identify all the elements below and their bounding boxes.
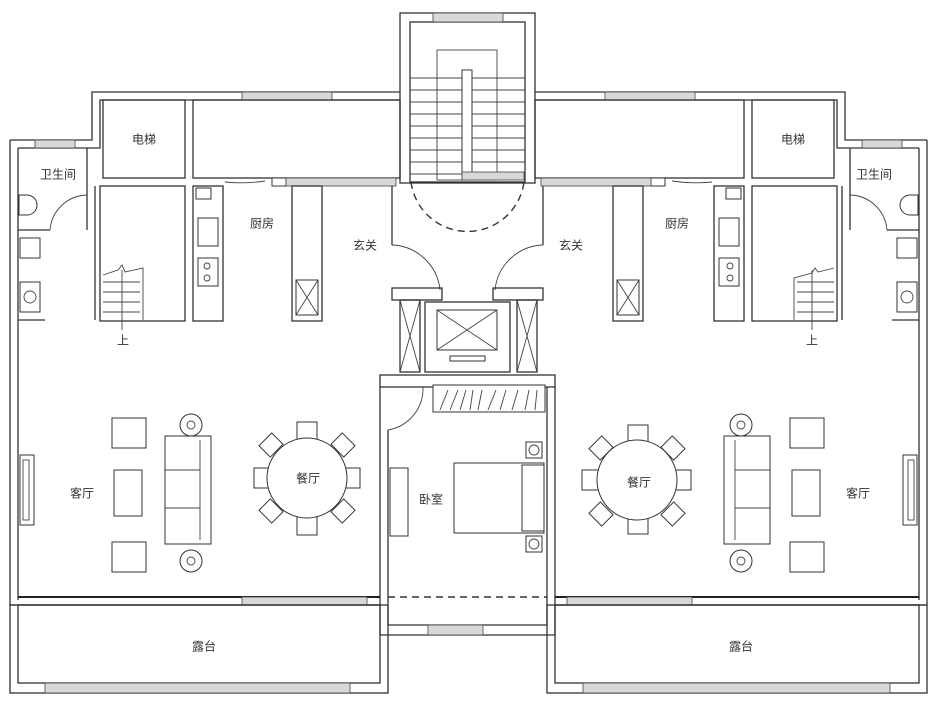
label-left-foyer: 玄关: [352, 238, 378, 253]
right-kitchen-counter: [612, 185, 745, 322]
label-right-elevator: 电梯: [780, 132, 806, 147]
label-right-living: 客厅: [845, 486, 871, 501]
right-upper-block: [534, 91, 928, 605]
label-left-bathroom: 卫生间: [39, 167, 77, 182]
label-left-elevator: 电梯: [131, 132, 157, 147]
label-right-dining: 餐厅: [626, 475, 652, 490]
left-bathroom: [18, 148, 96, 321]
label-right-stair-up: 上: [805, 333, 819, 348]
left-stair: [99, 185, 186, 330]
label-right-foyer: 玄关: [558, 238, 584, 253]
foyer-area: [391, 186, 544, 373]
label-right-terrace: 露台: [728, 639, 754, 654]
left-upper-block: [9, 91, 401, 605]
right-terrace: [546, 604, 928, 694]
label-left-dining: 餐厅: [295, 471, 321, 486]
right-stair: [751, 185, 838, 330]
label-right-bathroom: 卫生间: [855, 167, 893, 182]
left-living-area: [10, 413, 380, 606]
left-kitchen-counter: [192, 185, 323, 322]
central-stairwell: [399, 12, 536, 233]
right-bathroom: [841, 148, 919, 321]
bedroom: [379, 374, 556, 636]
label-bedroom: 卧室: [418, 492, 444, 507]
right-living-area: [555, 413, 927, 606]
label-left-stair-up: 上: [116, 333, 130, 348]
label-right-kitchen: 厨房: [664, 216, 690, 231]
label-left-terrace: 露台: [191, 639, 217, 654]
left-terrace: [9, 604, 389, 694]
label-left-kitchen: 厨房: [249, 216, 275, 231]
label-left-living: 客厅: [69, 486, 95, 501]
